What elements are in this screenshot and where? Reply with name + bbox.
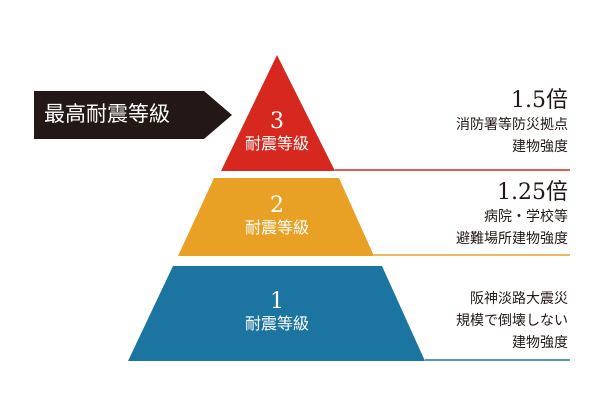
level-2-description: 1.25倍 病院・学校等 避難場所建物強度	[456, 180, 568, 250]
level-1-description: 阪神淡路大震災 規模で倒壊しない 建物強度	[456, 288, 568, 354]
level-3-description: 1.5倍 消防署等防災拠点 建物強度	[456, 88, 568, 158]
badge-arrow-shape	[34, 91, 232, 139]
strength-multiplier: 1.5倍	[511, 88, 568, 113]
strength-multiplier: 1.25倍	[497, 180, 568, 205]
level-number: 2	[270, 193, 284, 218]
level-2-trapezoid	[178, 178, 374, 256]
level-1-label: 1 耐震等級	[207, 290, 347, 334]
desc-line: 病院・学校等	[484, 209, 568, 225]
level-3-triangle	[221, 55, 335, 171]
highest-grade-badge: 最高耐震等級	[44, 102, 170, 126]
level-number: 3	[270, 109, 284, 134]
level-3-label: 3 耐震等級	[207, 110, 347, 154]
level-1-trapezoid	[128, 266, 425, 361]
level-name: 耐震等級	[244, 134, 309, 153]
desc-line: 建物強度	[512, 139, 568, 155]
desc-line: 建物強度	[512, 335, 568, 351]
level-name: 耐震等級	[244, 314, 309, 333]
desc-line: 避難場所建物強度	[456, 231, 568, 247]
desc-line: 消防署等防災拠点	[456, 117, 568, 133]
level-name: 耐震等級	[244, 218, 309, 237]
level-2-label: 2 耐震等級	[207, 194, 347, 238]
level-number: 1	[270, 289, 284, 314]
desc-line: 規模で倒壊しない	[456, 313, 568, 329]
desc-line: 阪神淡路大震災	[470, 291, 568, 307]
